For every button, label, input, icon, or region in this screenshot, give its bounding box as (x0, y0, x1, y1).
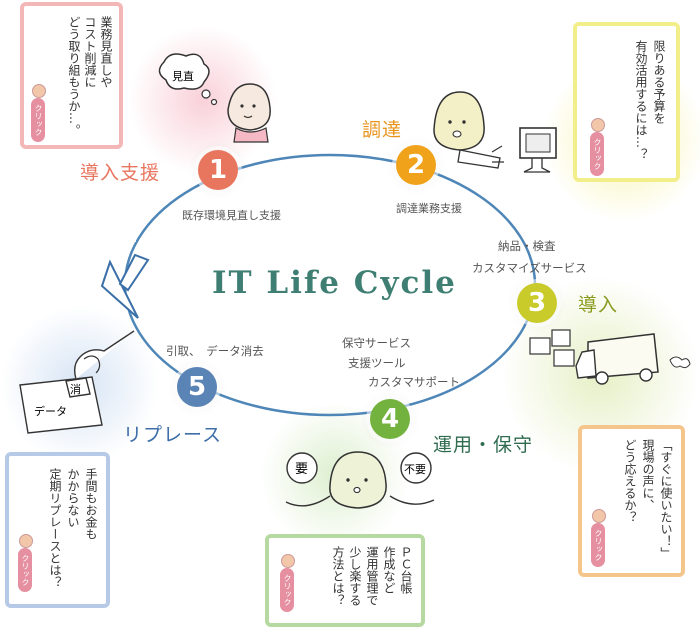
step-1-title[interactable]: 導入支援 (80, 162, 161, 184)
mascot-balance-icon: 要 不要 (285, 451, 435, 509)
step-3-title[interactable]: 導入 (578, 294, 619, 316)
step-5-service: 引取、 データ消去 (166, 344, 264, 358)
step-5-title[interactable]: リプレース (123, 424, 223, 446)
step-3-number[interactable]: 3 (517, 283, 557, 323)
worry-right-label: 不要 (404, 463, 426, 476)
step-1-number[interactable]: 1 (198, 150, 238, 190)
click-button-5[interactable]: クリック (18, 548, 32, 592)
note-card-2-line-1: 限りある予算を (652, 40, 666, 124)
note-card-4-line-1: ＰＣ台帳 (399, 546, 413, 594)
note-card-5-line-1: 手間もお金も (84, 468, 98, 540)
step-4-service-3: カスタマサポート (368, 375, 460, 389)
delivery-truck-icon (529, 329, 691, 385)
mascot-face-icon (32, 84, 46, 98)
eraser-tag-label: 消 (70, 382, 81, 396)
note-card-3[interactable]: 「すぐに使いたい！」 現場の声に、 どう応えるか？ クリック (578, 425, 685, 577)
step-4-service-1: 保守サービス (342, 336, 411, 350)
eraser-hand-icon: 消 データ (19, 330, 135, 434)
mascot-face-icon (592, 509, 606, 523)
cycle-arrow-icon (100, 253, 150, 319)
note-card-3-line-3: どう応えるか？ (623, 439, 637, 523)
mascot-face-icon (281, 554, 295, 568)
mascot-thinking-icon: 見直 (158, 53, 271, 143)
note-card-5-line-2: かからない (66, 468, 80, 528)
mascot-face-icon (591, 118, 605, 132)
note-card-1[interactable]: 業務見直しや コスト削減に どう取り組もうか…。 クリック (20, 2, 123, 149)
note-card-2-line-2: 有効活用するには…？ (634, 40, 648, 160)
data-tag-label: データ (34, 404, 67, 418)
note-card-1-line-1: 業務見直しや (99, 16, 113, 88)
note-card-5[interactable]: 手間もお金も かからない 定期リプレースとは？ クリック (5, 452, 110, 608)
step-2-sub: 調達業務支援 (396, 202, 462, 215)
mascot-face-icon (19, 534, 33, 548)
note-card-5-line-3: 定期リプレースとは？ (48, 468, 62, 588)
cycle-title: IT Life Cycle (212, 265, 457, 301)
click-button-1[interactable]: クリック (31, 98, 45, 142)
click-button-3[interactable]: クリック (591, 523, 605, 567)
step-4-service-2: 支援ツール (348, 356, 406, 370)
note-card-4-line-4: 少し楽する (348, 546, 362, 606)
svg-text:見直: 見直 (172, 69, 194, 83)
step-1-sub: 既存環境見直し支援 (182, 209, 281, 222)
step-4-number[interactable]: 4 (370, 399, 410, 439)
note-card-1-line-3: どう取り組もうか…。 (67, 16, 81, 136)
note-card-4-line-5: 方法とは？ (331, 546, 345, 606)
step-3-service-1: 納品・検査 (498, 239, 556, 253)
step-2-title[interactable]: 調達 (362, 119, 403, 141)
note-card-1-line-2: コスト削減に (83, 16, 97, 88)
note-card-3-line-2: 現場の声に、 (641, 439, 655, 511)
note-card-4[interactable]: ＰＣ台帳 作成など 運用管理で 少し楽する 方法とは？ クリック (265, 534, 425, 627)
note-card-4-line-2: 作成など (382, 546, 396, 594)
note-card-3-line-1: 「すぐに使いたい！」 (659, 439, 673, 559)
step-3-service-2: カスタマイズサービス (472, 261, 587, 275)
step-5-number[interactable]: 5 (177, 367, 217, 407)
step-2-number[interactable]: 2 (396, 145, 436, 185)
mascot-pc-icon (433, 91, 557, 173)
worry-left-label: 要 (295, 462, 308, 477)
click-button-2[interactable]: クリック (590, 132, 604, 176)
click-button-4[interactable]: クリック (280, 568, 294, 612)
note-card-2[interactable]: 限りある予算を 有効活用するには…？ クリック (573, 22, 680, 182)
note-card-4-line-3: 運用管理で (365, 546, 379, 606)
step-4-title[interactable]: 運用・保守 (433, 434, 534, 456)
